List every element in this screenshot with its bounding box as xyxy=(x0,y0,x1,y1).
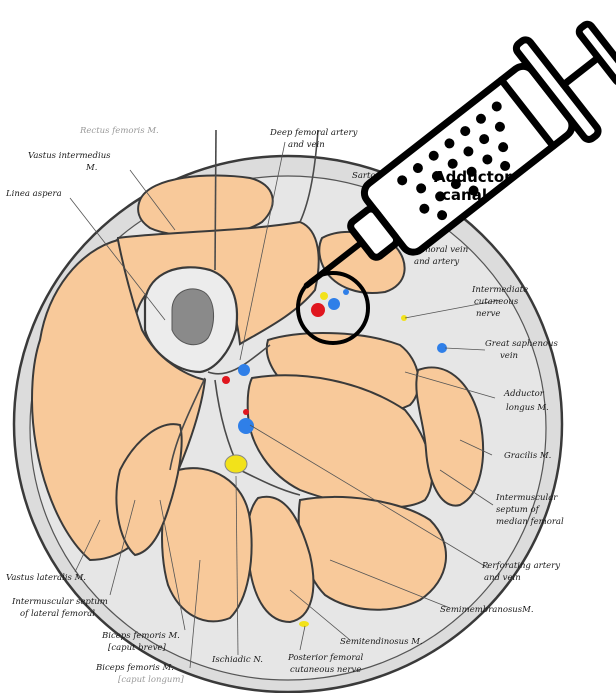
label-intermuscular-median-3: median femoral xyxy=(496,517,564,527)
label-deep-femoral-vein: and vein xyxy=(288,140,325,150)
callout-adductor: Adductor xyxy=(434,168,512,186)
label-intermediate-cutaneous-2: cutaneous xyxy=(474,297,519,307)
label-biceps-short-2: [caput breve] xyxy=(108,643,167,653)
callout-canal: canal xyxy=(442,186,487,204)
label-adductor-longus: Adductor xyxy=(503,389,545,399)
label-ischiadic: Ischiadic N. xyxy=(211,655,263,665)
label-deep-femoral: Deep femoral artery xyxy=(269,128,358,138)
label-intermuscular-lateral-2: of lateral femoral xyxy=(20,609,95,619)
femoral-artery xyxy=(311,303,325,317)
perforating-artery xyxy=(243,409,249,415)
label-vastus-intermedius: Vastus intermedius xyxy=(28,151,111,161)
label-semitendinosus: Semitendinosus M. xyxy=(340,637,423,647)
femur-marrow xyxy=(172,289,214,345)
label-intermediate-cutaneous-3: nerve xyxy=(476,309,500,319)
label-perforating: Perforating artery xyxy=(481,561,560,571)
label-gracilis: Gracilis M. xyxy=(504,451,551,461)
label-posterior-femoral-2: cutaneous nerve xyxy=(290,665,361,675)
label-biceps-short: Biceps femoris M. xyxy=(101,631,180,641)
biceps-femoris-long-muscle xyxy=(162,468,252,621)
label-femoral-artery: and artery xyxy=(414,257,459,267)
label-vastus-intermedius-m: M. xyxy=(85,163,97,173)
label-intermuscular-median: Intermuscular xyxy=(495,493,558,503)
label-adductor-longus-m: longus M. xyxy=(506,403,549,413)
label-intermuscular-lateral: Intermuscular septum xyxy=(11,597,108,607)
posterior-cutaneous-nerve-dot xyxy=(299,621,309,627)
deep-femoral-vein xyxy=(238,364,250,376)
femoral-vein xyxy=(328,298,340,310)
label-biceps-long: Biceps femoris M. xyxy=(95,663,174,673)
label-great-saphenous: Great saphenous xyxy=(485,339,559,349)
label-perforating-vein: and vein xyxy=(484,573,521,583)
label-intermuscular-median-2: septum of xyxy=(496,505,541,515)
small-vein-dot xyxy=(343,289,349,295)
label-biceps-long-2: [caput longum] xyxy=(118,675,184,685)
label-rectus-femoris: Rectus femoris M. xyxy=(79,126,159,136)
saphenous-nerve-dot xyxy=(320,292,328,300)
label-vastus-lateralis: Vastus lateralis M. xyxy=(6,573,86,583)
deep-femoral-artery xyxy=(222,376,230,384)
label-posterior-femoral: Posterior femoral xyxy=(287,653,363,663)
label-intermediate-cutaneous: Intermediate xyxy=(471,285,528,295)
label-linea-aspera: Linea aspera xyxy=(5,189,62,199)
label-great-saphenous-vein: vein xyxy=(500,351,518,361)
label-semimembranosus: SemimembranosusM. xyxy=(440,605,534,615)
ischiadic-nerve xyxy=(225,455,247,473)
